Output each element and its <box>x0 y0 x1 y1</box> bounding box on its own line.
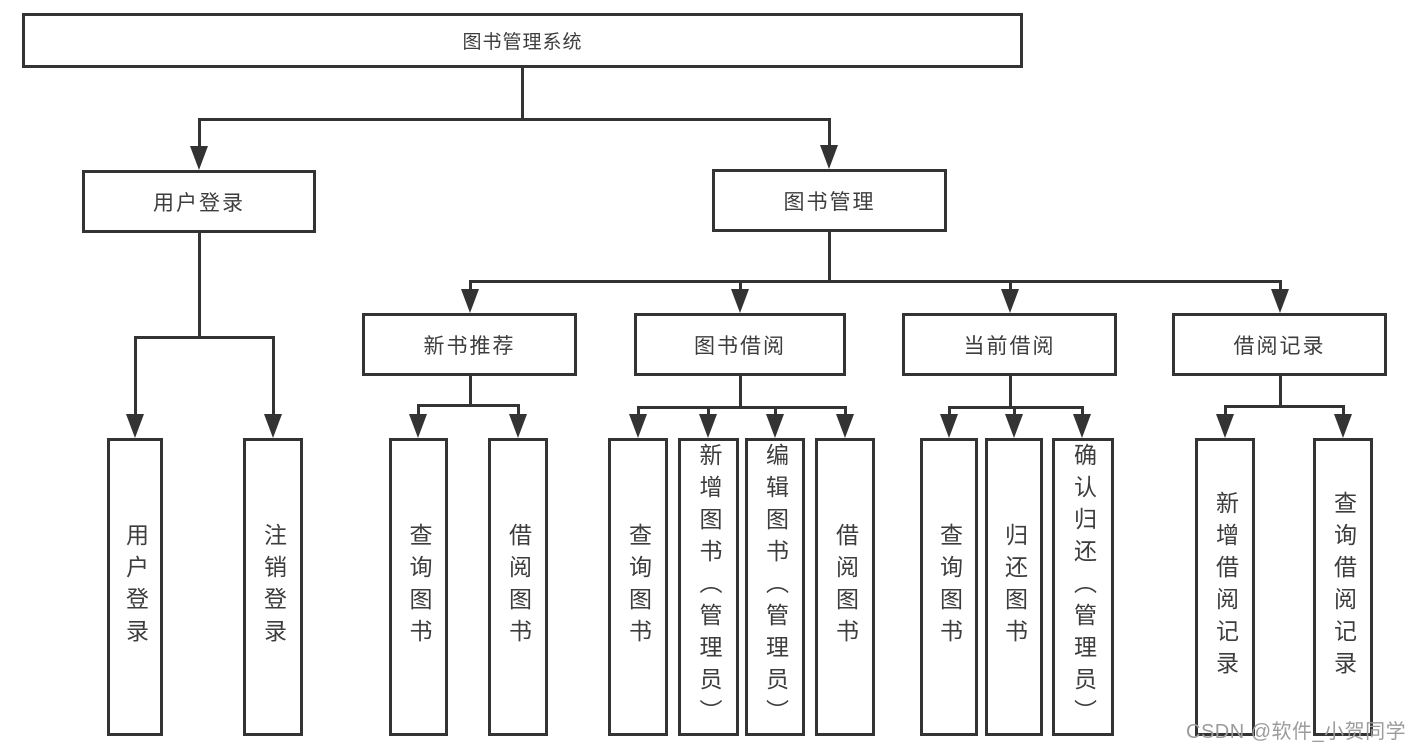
arrowhead-leaf-edit-book <box>766 414 784 438</box>
leaf-borrow-books-newrec: 借阅图书 <box>488 438 548 736</box>
connector-to-leaf-query3 <box>948 406 951 418</box>
connector-to-leaf-logout <box>272 336 275 418</box>
arrowhead-leaf-query2 <box>629 414 647 438</box>
arrowhead-leaf-user-login <box>126 414 144 438</box>
connector-to-book-borrow <box>739 280 742 293</box>
arrowhead-leaf-add-book <box>699 414 717 438</box>
leaf-borrow-books-borrow: 借阅图书 <box>815 438 875 736</box>
leaf-borrow-books-newrec-label: 借阅图书 <box>505 523 532 651</box>
connector-to-leaf-query1 <box>417 404 420 418</box>
leaf-edit-book-admin-label: 编辑图书（管理员） <box>762 443 789 731</box>
arrowhead-leaf-logout <box>264 414 282 438</box>
watermark: CSDN @软件_小贺同学 <box>1186 721 1405 743</box>
leaf-query-books-newrec-label: 查询图书 <box>406 523 432 651</box>
arrowhead-borrow-records <box>1271 289 1289 313</box>
connector-borrow-records-stem <box>1279 376 1282 405</box>
node-library-system-label: 图书管理系统 <box>462 32 583 53</box>
connector-to-leaf-add-book <box>707 406 710 418</box>
node-new-book-rec: 新书推荐 <box>362 313 577 376</box>
connector-user-login-split <box>135 336 275 339</box>
connector-new-book-rec-split <box>418 404 519 407</box>
leaf-confirm-return-admin-label: 确认归还（管理员） <box>1070 443 1097 731</box>
connector-user-login-stem <box>198 233 201 336</box>
connector-book-mgmt-stem <box>828 232 831 280</box>
leaf-logout-label: 注销登录 <box>260 523 287 651</box>
leaf-add-borrow-record: 新增借阅记录 <box>1195 438 1255 736</box>
arrowhead-leaf-borrow2 <box>836 414 854 438</box>
arrowhead-leaf-add-record <box>1216 414 1234 438</box>
leaf-query-borrow-record: 查询借阅记录 <box>1313 438 1373 736</box>
connector-book-borrow-split <box>638 406 846 409</box>
arrowhead-leaf-borrow1 <box>509 414 527 438</box>
connector-new-book-rec-stem <box>469 376 472 404</box>
arrowhead-leaf-return <box>1005 414 1023 438</box>
connector-to-leaf-query-record <box>1342 405 1345 418</box>
connector-to-leaf-edit-book <box>774 406 777 418</box>
leaf-query-books-current: 查询图书 <box>920 438 978 736</box>
connector-root-stem <box>521 68 524 118</box>
leaf-edit-book-admin: 编辑图书（管理员） <box>745 438 805 736</box>
node-current-borrow-label: 当前借阅 <box>963 334 1056 358</box>
leaf-query-books-borrow-label: 查询图书 <box>625 523 652 651</box>
connector-to-leaf-borrow1 <box>517 404 520 418</box>
node-new-book-rec-label: 新书推荐 <box>423 334 516 358</box>
connector-borrow-records-split <box>1225 405 1344 408</box>
arrowhead-leaf-query1 <box>409 414 427 438</box>
connector-current-borrow-split <box>949 406 1083 409</box>
connector-to-user-login <box>198 118 201 150</box>
connector-level1-split <box>199 118 831 121</box>
leaf-borrow-books-borrow-label: 借阅图书 <box>832 523 859 651</box>
connector-to-current-borrow <box>1009 280 1012 293</box>
leaf-confirm-return-admin: 确认归还（管理员） <box>1052 438 1114 736</box>
connector-to-leaf-borrow2 <box>844 406 847 418</box>
connector-to-leaf-query2 <box>637 406 640 418</box>
leaf-query-books-newrec: 查询图书 <box>389 438 448 736</box>
node-borrow-records: 借阅记录 <box>1172 313 1387 376</box>
leaf-query-borrow-record-label: 查询借阅记录 <box>1330 491 1357 683</box>
leaf-user-login-label: 用户登录 <box>122 523 149 651</box>
node-user-login-label: 用户登录 <box>153 191 245 215</box>
connector-to-new-book-rec <box>469 280 472 293</box>
arrowhead-new-book-rec <box>461 289 479 313</box>
leaf-query-books-current-label: 查询图书 <box>936 523 963 651</box>
leaf-add-book-admin-label: 新增图书（管理员） <box>696 443 722 731</box>
connector-to-leaf-user-login <box>134 336 137 418</box>
leaf-return-book: 归还图书 <box>985 438 1043 736</box>
leaf-logout: 注销登录 <box>243 438 303 736</box>
arrowhead-leaf-query-record <box>1334 414 1352 438</box>
arrowhead-book-borrow <box>731 289 749 313</box>
node-book-borrow: 图书借阅 <box>634 313 846 376</box>
arrowhead-leaf-query3 <box>940 414 958 438</box>
connector-current-borrow-stem <box>1009 376 1012 406</box>
node-book-borrow-label: 图书借阅 <box>694 334 786 358</box>
connector-to-leaf-add-record <box>1224 405 1227 418</box>
node-current-borrow: 当前借阅 <box>902 313 1117 376</box>
node-user-login: 用户登录 <box>82 170 316 233</box>
connector-to-leaf-return <box>1013 406 1016 418</box>
leaf-add-book-admin: 新增图书（管理员） <box>678 438 739 736</box>
arrowhead-user-login <box>190 146 208 170</box>
connector-to-book-mgmt <box>828 118 831 150</box>
leaf-user-login: 用户登录 <box>107 438 163 736</box>
node-book-mgmt: 图书管理 <box>712 169 947 232</box>
connector-to-borrow-records <box>1279 280 1282 293</box>
node-library-system: 图书管理系统 <box>22 13 1023 68</box>
leaf-return-book-label: 归还图书 <box>1001 523 1028 651</box>
arrowhead-leaf-confirm-return <box>1073 414 1091 438</box>
arrowhead-current-borrow <box>1001 289 1019 313</box>
leaf-add-borrow-record-label: 新增借阅记录 <box>1212 491 1239 683</box>
node-borrow-records-label: 借阅记录 <box>1233 334 1326 358</box>
node-book-mgmt-label: 图书管理 <box>783 190 876 214</box>
connector-to-leaf-confirm-return <box>1081 406 1084 418</box>
connector-level3-split <box>470 280 1281 283</box>
leaf-query-books-borrow: 查询图书 <box>608 438 668 736</box>
arrowhead-book-mgmt <box>820 145 838 169</box>
connector-book-borrow-stem <box>739 376 742 406</box>
